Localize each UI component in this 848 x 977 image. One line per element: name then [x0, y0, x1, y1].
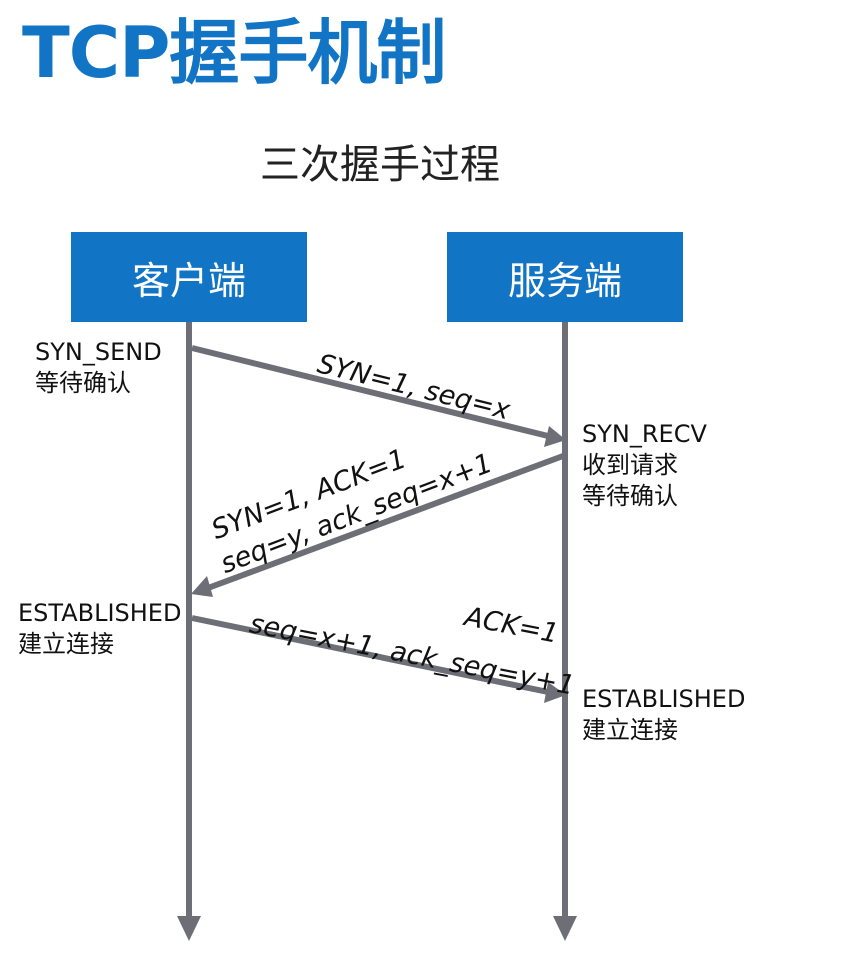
state-description: 收到请求 [582, 451, 678, 479]
state-label: ESTABLISHED [18, 599, 182, 627]
state-description: 建立连接 [582, 716, 678, 744]
diagram-subtitle: 三次握手过程 [260, 142, 500, 188]
server-state-syn-recv: SYN_RECV 收到请求 等待确认 [582, 419, 707, 512]
state-description: 等待确认 [35, 369, 131, 397]
server-node-label: 服务端 [507, 258, 622, 303]
client-state-syn-send: SYN_SEND 等待确认 [35, 337, 162, 399]
state-label: ESTABLISHED [582, 685, 746, 713]
client-node: 客户端 [71, 232, 307, 322]
syn-arrow [191, 345, 549, 439]
state-label: SYN_RECV [582, 420, 707, 448]
syn-ack-arrowhead [191, 576, 213, 597]
client-lifeline-arrowhead [177, 916, 201, 941]
state-description: 建立连接 [18, 630, 114, 658]
client-node-label: 客户端 [131, 258, 246, 303]
state-label: SYN_SEND [35, 338, 162, 366]
ack-arrow [191, 615, 549, 695]
state-description: 等待确认 [582, 482, 678, 510]
server-node: 服务端 [447, 232, 683, 322]
server-state-established: ESTABLISHED 建立连接 [582, 684, 745, 746]
syn-ack-arrow [206, 453, 565, 591]
page-title: TCP握手机制 [22, 12, 446, 94]
server-lifeline-arrowhead [553, 916, 577, 941]
syn-arrowhead [544, 426, 566, 447]
client-state-established: ESTABLISHED 建立连接 [18, 598, 181, 660]
ack-arrowhead [544, 682, 566, 703]
